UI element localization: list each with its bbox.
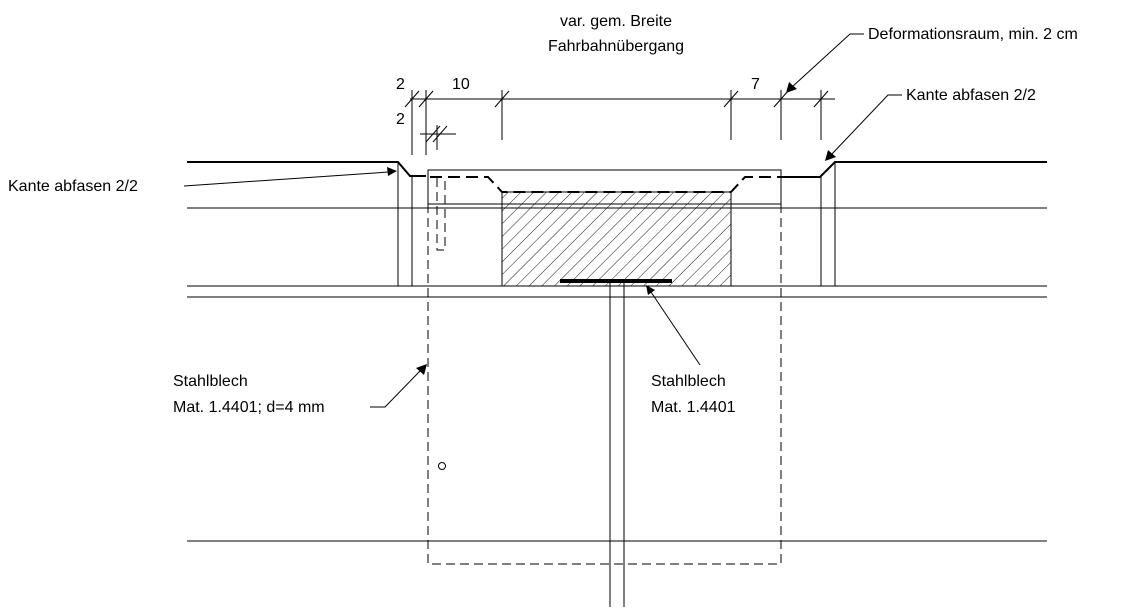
support-post (609, 283, 625, 607)
leader-stahlblech-right (646, 285, 701, 366)
dimension-chain-top (404, 90, 835, 155)
dim-2-top: 2 (396, 76, 405, 93)
steel-plate-dashed-outline (427, 204, 782, 565)
joint-gap-right (820, 162, 836, 286)
transition-profile-dashed (430, 176, 781, 193)
label-stahlblech-right-line1: Stahlblech (651, 373, 726, 390)
label-kante-left: Kante abfasen 2/2 (8, 178, 138, 195)
label-deformation: Deformationsraum, min. 2 cm (868, 26, 1078, 43)
road-surface-right (781, 161, 1047, 178)
hole-circle (438, 462, 446, 470)
hatched-filler-block (501, 191, 732, 287)
leader-deformation (786, 33, 864, 93)
label-width-line1: var. gem. Breite (560, 13, 672, 30)
leader-kante-left (183, 167, 397, 187)
road-surface-left (187, 161, 426, 177)
dim-2-lower: 2 (396, 111, 405, 128)
label-stahlblech-left-line2: Mat. 1.4401; d=4 mm (173, 399, 325, 416)
label-stahlblech-right-line2: Mat. 1.4401 (651, 399, 736, 416)
label-kante-right: Kante abfasen 2/2 (906, 87, 1036, 104)
joint-gap-left (397, 162, 413, 286)
leader-stahlblech-left (370, 364, 427, 408)
leader-kante-right (825, 94, 902, 161)
anchor-detail (436, 178, 446, 251)
label-width-line2: Fahrbahnübergang (548, 38, 684, 55)
dim-10: 10 (452, 76, 470, 93)
label-stahlblech-left-line1: Stahlblech (173, 373, 248, 390)
dimension-chain-lower (420, 125, 456, 150)
dim-7: 7 (751, 76, 760, 93)
